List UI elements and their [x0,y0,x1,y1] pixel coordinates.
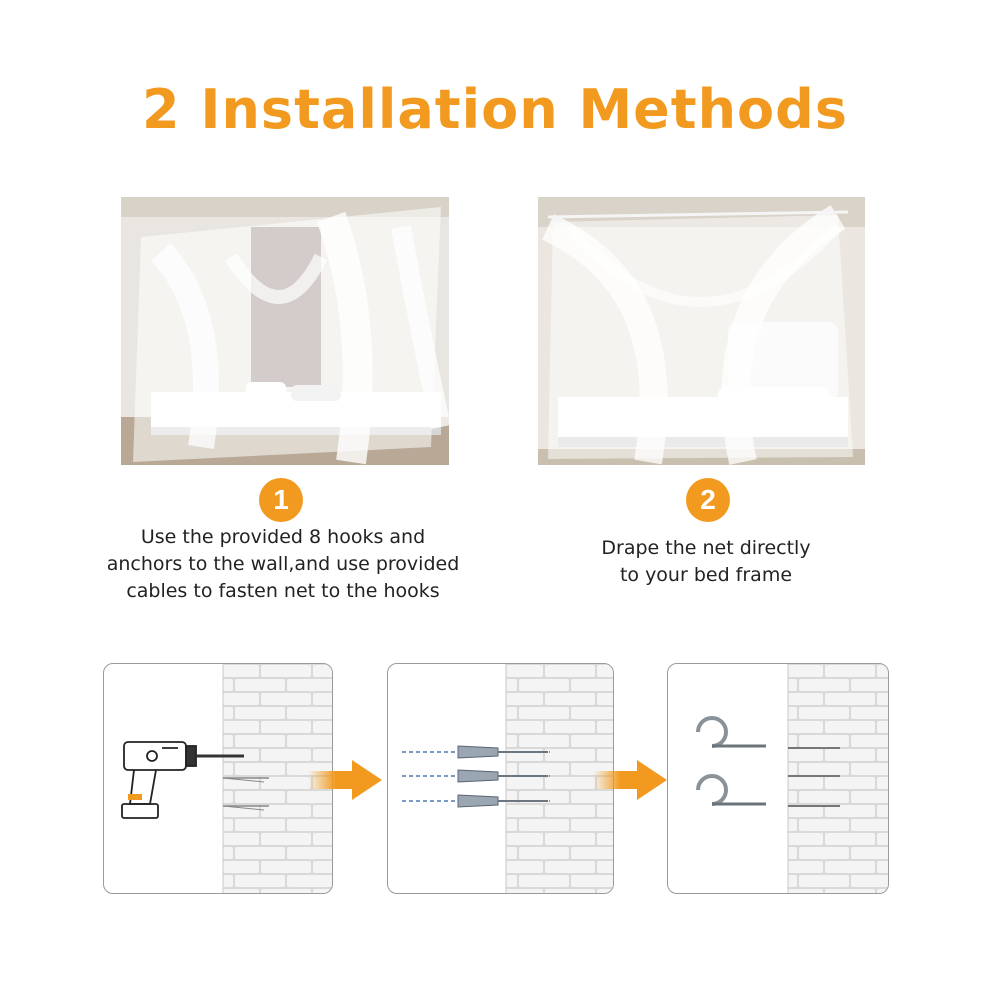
method-2-photo [538,197,865,465]
method-2-description: Drape the net directly to your bed frame [570,535,842,589]
method-1-description: Use the provided 8 hooks and anchors to … [90,524,476,605]
install-step-drill-panel [103,663,333,894]
method-1-line: Use the provided 8 hooks and [140,526,426,548]
next-step-arrow-icon [593,760,667,800]
install-step-anchor-panel [387,663,614,894]
step-2-badge: 2 [686,478,730,522]
method-1-line: cables to fasten net to the hooks [126,580,440,602]
method-1-line: anchors to the wall,and use provided [106,553,460,575]
step-1-badge: 1 [259,478,303,522]
screw-hook-icon [696,716,766,806]
method-1-photo [121,197,449,465]
drill-icon [121,741,244,819]
method-2-line: to your bed frame [619,564,793,586]
wall-anchor-icon [402,745,550,808]
method-2-line: Drape the net directly [601,537,811,559]
install-step-hook-panel [667,663,889,894]
next-step-arrow-icon [308,760,382,800]
page-title: 2 Installation Methods [142,78,848,141]
